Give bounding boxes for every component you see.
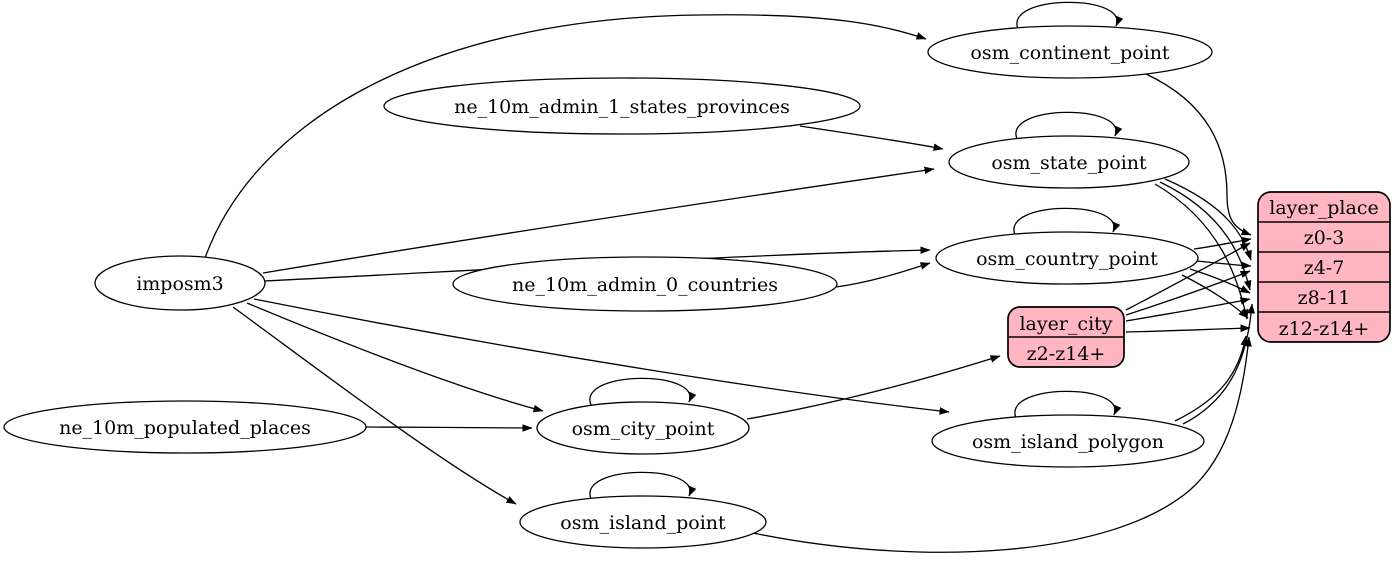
edge-osm_state_point-self-loop [1015, 111, 1123, 140]
node-osm_country_point: osm_country_point [935, 231, 1199, 285]
ne_10m_admin_0_countries-shape [452, 256, 838, 312]
edge-osm_continent_point-self-loop [1016, 1, 1124, 30]
osm_country_point-shape [935, 231, 1199, 285]
osm_island_point-label: osm_island_point [560, 512, 726, 534]
edge-osm_country_point-layer_place-z0-3 [1193, 236, 1252, 250]
node-osm_island_polygon: osm_island_polygon [931, 414, 1205, 468]
layer_place-row-z12-z14: z12-z14+ [1279, 318, 1370, 340]
layer_place-title: layer_place [1269, 197, 1378, 219]
node-osm_state_point: osm_state_point [948, 135, 1190, 189]
layer_city-title: layer_city [1019, 313, 1112, 335]
osm_city_point-label: osm_city_point [572, 418, 715, 440]
edge-osm_island_polygon-layer_place-z8-11 [1182, 303, 1255, 425]
edge-osm_island_point-self-loop [589, 471, 697, 500]
layer_city-row-z2-z14: z2-z14+ [1027, 343, 1106, 365]
edge-osm_state_point-layer_place-z8-11 [1159, 181, 1252, 291]
node-osm_island_point: osm_island_point [519, 495, 767, 549]
edge-osm_continent_point-layer_place-z0-3 [1145, 73, 1252, 236]
node-ne_10m_admin_1_states_provinces: ne_10m_admin_1_states_provinces [383, 77, 861, 135]
edge-osm_country_point-layer_place-z8-11 [1189, 268, 1251, 294]
osm_state_point-label: osm_state_point [991, 152, 1147, 174]
edge-imposm3-osm_island_point [232, 306, 517, 505]
edge-osm_city_point-layer_city [746, 355, 1001, 420]
edge-ne_10m_admin_1_states_provinces-osm_state_point [799, 125, 944, 151]
edge-layer_city-layer_place-z12-z14 [1125, 324, 1251, 333]
layer_place-row-z0-3: z0-3 [1304, 227, 1345, 249]
node-imposm3: imposm3 [94, 255, 266, 311]
edge-ne_10m_populated_places-osm_city_point [365, 424, 533, 432]
ne_10m_admin_1_states_provinces-label: ne_10m_admin_1_states_provinces [454, 96, 790, 118]
osm_country_point-label: osm_country_point [976, 248, 1158, 270]
edge-imposm3-osm_island_polygon [253, 298, 950, 415]
layer_place-row-z8-11: z8-11 [1298, 287, 1351, 309]
osm_continent_point-shape [927, 25, 1213, 79]
ne_10m_admin_0_countries-label: ne_10m_admin_0_countries [512, 274, 778, 296]
osm_continent_point-label: osm_continent_point [970, 42, 1170, 64]
node-ne_10m_admin_0_countries: ne_10m_admin_0_countries [452, 256, 838, 312]
imposm3-shape [94, 255, 266, 311]
edge-osm_island_polygon-self-loop [1014, 390, 1122, 419]
node-osm_city_point: osm_city_point [536, 401, 750, 455]
osm_island_point-shape [519, 495, 767, 549]
ne_10m_populated_places-label: ne_10m_populated_places [59, 417, 311, 439]
ne_10m_admin_1_states_provinces-shape [383, 77, 861, 135]
osm_island_polygon-shape [931, 414, 1205, 468]
node-layer_city: layer_city z2-z14+ [1007, 306, 1125, 368]
layer_place-shape [1257, 191, 1391, 343]
node-layer_place: layer_place z0-3 z4-7 z8-11 z12-z14+ [1257, 191, 1391, 343]
edge-osm_country_point-layer_place-z12-z14 [1181, 274, 1249, 319]
osm_city_point-shape [536, 401, 750, 455]
edge-imposm3-osm_continent_point [204, 14, 927, 259]
edge-imposm3-osm_city_point [246, 302, 544, 413]
osm_state_point-shape [948, 135, 1190, 189]
edge-osm_island_polygon-layer_place-z12-z14 [1174, 335, 1248, 422]
edge-osm_state_point-layer_place-z4-7 [1164, 178, 1252, 261]
edge-osm_country_point-layer_place-z4-7 [1196, 260, 1252, 270]
edge-osm_city_point-self-loop [589, 377, 697, 406]
edge-layer_city-layer_place-z8-11 [1125, 297, 1251, 322]
layer_place-row-z4-7: z4-7 [1304, 257, 1345, 279]
edge-layer_city-layer_place-z0-3 [1125, 242, 1251, 311]
node-ne_10m_populated_places: ne_10m_populated_places [3, 400, 367, 454]
edge-osm_country_point-self-loop [1013, 207, 1121, 236]
edge-ne_10m_admin_0_countries-osm_country_point [835, 262, 931, 288]
edge-imposm3-osm_state_point [262, 166, 935, 274]
imposm3-label: imposm3 [136, 273, 224, 295]
edge-layer_city-layer_place-z4-7 [1125, 270, 1251, 316]
ne_10m_populated_places-shape [3, 400, 367, 454]
edges [204, 1, 1255, 553]
osm_island_polygon-label: osm_island_polygon [972, 431, 1164, 453]
edge-osm_island_point-layer_place-z12-z14 [752, 336, 1252, 553]
node-osm_continent_point: osm_continent_point [927, 25, 1213, 79]
